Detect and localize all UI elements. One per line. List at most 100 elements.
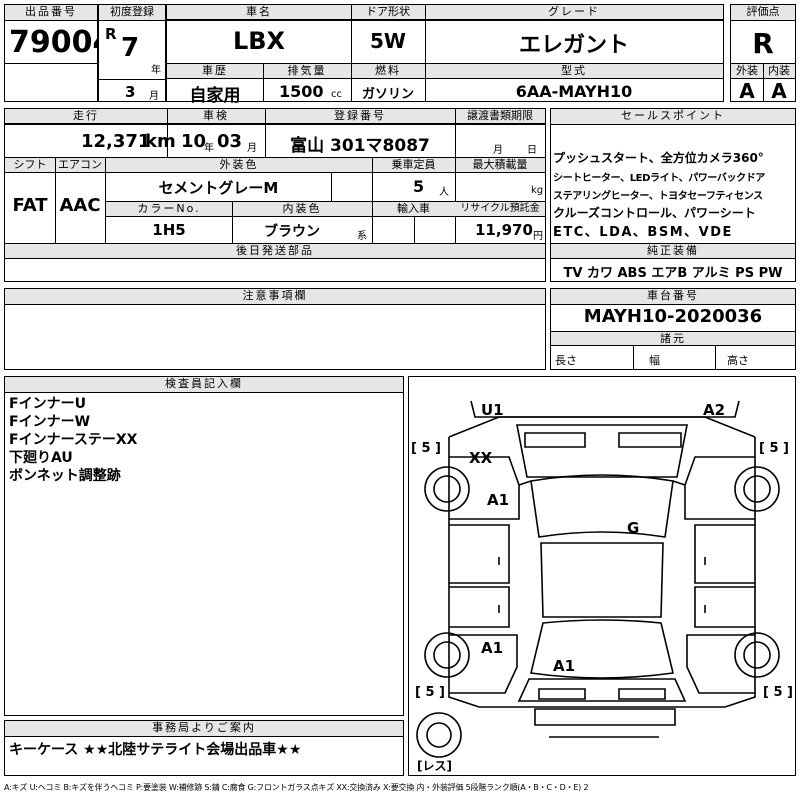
inspector-note-4: 下廻りAU <box>9 450 73 466</box>
mark-xx: XX <box>469 449 493 467</box>
width-label: 幅 <box>649 354 660 367</box>
genuine-equipment: TV カワ ABS エアB アルミ PS PW <box>563 266 783 281</box>
fuel: ガソリン <box>361 87 414 102</box>
legend: A:キズ U:ヘコミ B:キズを伴うヘコミ P:要塗装 W:補修跡 S:錆 C:… <box>4 783 589 792</box>
mark-a2: A2 <box>703 401 726 419</box>
overall-rating: R <box>752 27 774 60</box>
inspection-month-unit: 月 <box>247 143 257 154</box>
model-code: 6AA-MAYH10 <box>515 82 633 101</box>
recycle-amount: 11,970 <box>475 221 533 239</box>
car-name: LBX <box>232 27 286 55</box>
office-notice: キーケース ★★北陸サテライト会場出品車★★ <box>9 742 302 758</box>
color-no: 1H5 <box>152 221 186 239</box>
mark-a1-front: A1 <box>487 491 510 509</box>
inspection-label: 車検 <box>167 109 265 124</box>
reg-year-unit: 年 <box>151 65 161 76</box>
model-code-label: 型式 <box>425 64 723 79</box>
door-label: ドア形状 <box>351 5 425 20</box>
mark-a1-trunk: A1 <box>553 657 576 675</box>
details-block: 走行 車検 登録番号 譲渡書類期限 12,371 km 10 年 03 月 富山… <box>4 108 546 282</box>
lot-number: 79004 <box>9 25 97 60</box>
mark-g: G <box>627 519 640 537</box>
lot-number-cell: 出品番号 79004 <box>4 4 98 102</box>
first-registration-label: 初度登録 <box>99 5 165 21</box>
mileage-label: 走行 <box>5 109 167 124</box>
inspection-year: 10 <box>181 131 207 152</box>
car-info-block: 車名 ドア形状 グレード LBX 5W エレガント 車歴 排気量 燃料 型式 自… <box>166 4 724 106</box>
shift: FAT <box>12 195 48 216</box>
rating-label: 評価点 <box>731 5 795 21</box>
sales-point-5: ETC、LDA、BSM、VDE <box>553 225 733 240</box>
sales-points-label: セールスポイント <box>551 109 795 125</box>
int-color-unit: 系 <box>357 231 367 242</box>
displacement-label: 排気量 <box>263 64 351 79</box>
inspector-block: 検査員記入欄 FインナーU FインナーW FインナーステーXX 下廻りAU ボン… <box>4 376 404 716</box>
history-label: 車歴 <box>167 64 263 79</box>
mark-a1-rear: A1 <box>481 639 504 657</box>
tire-spare: [レス] <box>417 759 452 773</box>
displacement-unit: cc <box>331 89 342 100</box>
reg-number: 富山 301マ8087 <box>290 136 430 156</box>
reg-year: 7 <box>121 33 140 63</box>
chassis-block: 車台番号 MAYH10-2020036 諸元 長さ 幅 高さ <box>550 288 796 370</box>
later-items-label: 後日発送部品 <box>5 244 545 259</box>
recycle-label: リサイクル預託金 <box>455 202 545 217</box>
mileage-unit: km <box>145 131 176 152</box>
mark-u1: U1 <box>481 401 504 419</box>
sales-points-block: セールスポイント プッシュスタート、全方位カメラ360° シートヒーター、LED… <box>550 108 796 282</box>
height-label: 高さ <box>727 354 749 367</box>
rating-cell: 評価点 R 外装 内装 A A <box>730 4 796 103</box>
reg-month: 3 <box>125 83 136 101</box>
mileage: 12,371 <box>81 131 151 152</box>
exterior-label: 外装 <box>731 64 763 79</box>
capacity: 5 <box>413 177 425 196</box>
sales-point-1: プッシュスタート、全方位カメラ360° <box>553 151 764 165</box>
car-name-label: 車名 <box>167 5 351 20</box>
import-label: 輸入車 <box>372 202 455 217</box>
max-load-unit: kg <box>531 185 544 196</box>
inspector-note-2: FインナーW <box>9 414 91 430</box>
reg-number-label: 登録番号 <box>265 109 455 124</box>
inspection-month: 03 <box>217 131 243 152</box>
car-diagram: U1 A2 XX A1 G A1 A1 [ 5 ] [ 5 ] [ 5 ] [ … <box>408 376 796 776</box>
max-load-label: 最大積載量 <box>455 158 545 173</box>
specs-label: 諸元 <box>551 332 795 346</box>
interior-label: 内装 <box>763 64 795 79</box>
grade-label: グレード <box>425 5 723 20</box>
door-type: 5W <box>370 29 406 53</box>
exterior-grade: A <box>739 79 755 103</box>
tire-front-right: [ 5 ] <box>759 441 789 456</box>
sales-point-2: シートヒーター、LEDライト、パワーバックドア <box>553 173 765 184</box>
capacity-label: 乗車定員 <box>372 158 455 173</box>
sales-point-3: ステアリングヒーター、トヨタセーフティセンス <box>553 191 763 202</box>
recycle-unit: 円 <box>533 231 543 242</box>
tire-front-left: [ 5 ] <box>411 441 441 456</box>
capacity-unit: 人 <box>439 187 449 198</box>
lot-number-label: 出品番号 <box>5 5 97 21</box>
aircon-label: エアコン <box>55 158 105 173</box>
car-diagram-drawing <box>416 400 780 758</box>
transfer-month-unit: 月 <box>493 145 503 156</box>
color-no-label: カラーNo. <box>106 202 232 217</box>
office-notice-block: 事務局よりご案内 キーケース ★★北陸サテライト会場出品車★★ <box>4 720 404 776</box>
int-color-label: 内装色 <box>232 202 372 217</box>
genuine-equip-label: 純正装備 <box>551 244 795 259</box>
office-notice-label: 事務局よりご案内 <box>5 721 403 737</box>
inspector-note-5: ボンネット調整跡 <box>9 468 121 484</box>
tire-rear-right: [ 5 ] <box>763 685 793 700</box>
transfer-day-unit: 日 <box>527 145 537 156</box>
aircon: AAC <box>59 195 101 216</box>
ext-color: セメントグレーM <box>158 179 279 197</box>
sales-point-4: クルーズコントロール、パワーシート <box>553 206 756 220</box>
first-registration-cell: 初度登録 R 7 年 3 月 <box>98 4 166 102</box>
notes-block: 注意事項欄 <box>4 288 546 370</box>
inspector-note-3: FインナーステーXX <box>9 432 138 448</box>
interior-grade: A <box>771 79 787 103</box>
chassis-label: 車台番号 <box>551 289 795 305</box>
shift-label: シフト <box>5 158 55 173</box>
chassis-number: MAYH10-2020036 <box>583 306 763 327</box>
length-label: 長さ <box>555 354 577 367</box>
history: 自家用 <box>189 86 241 106</box>
displacement: 1500 <box>279 82 324 101</box>
reg-month-unit: 月 <box>149 91 159 102</box>
